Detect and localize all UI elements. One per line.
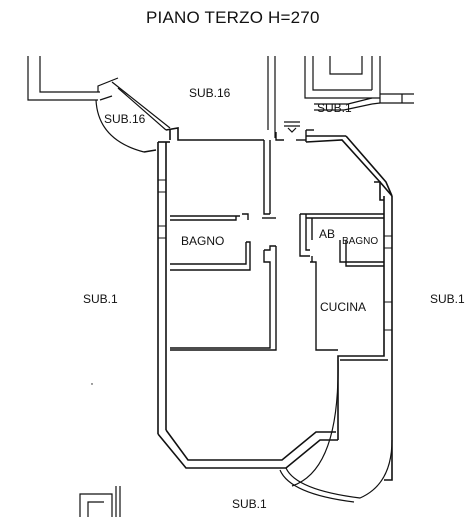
label-bagno-main: BAGNO (181, 234, 225, 248)
label-sub1-bottom: SUB.1 (232, 497, 267, 511)
internal-walls (170, 129, 384, 351)
label-bagno-small: BAGNO (342, 236, 379, 247)
label-cucina: CUCINA (320, 300, 367, 314)
window-marks (158, 179, 392, 331)
door-arc-left (95, 99, 145, 153)
apartment-walls (157, 127, 393, 481)
neighbour-fragment-bottom (79, 486, 121, 517)
label-sub1-left: SUB.1 (83, 292, 118, 306)
label-sub1-right: SUB.1 (430, 292, 465, 306)
plan-title: PIANO TERZO H=270 (146, 8, 320, 27)
neighbour-unit-top-left (27, 56, 171, 131)
door-arc-bottom-right (291, 359, 339, 487)
label-sub16-left: SUB.16 (104, 112, 146, 126)
label-sub16-top: SUB.16 (189, 86, 231, 100)
stair-arrow-icon (284, 121, 300, 133)
label-ab: AB (319, 227, 336, 241)
label-sub1-top: SUB.1 (317, 101, 352, 115)
neighbour-stair-top (267, 56, 414, 138)
